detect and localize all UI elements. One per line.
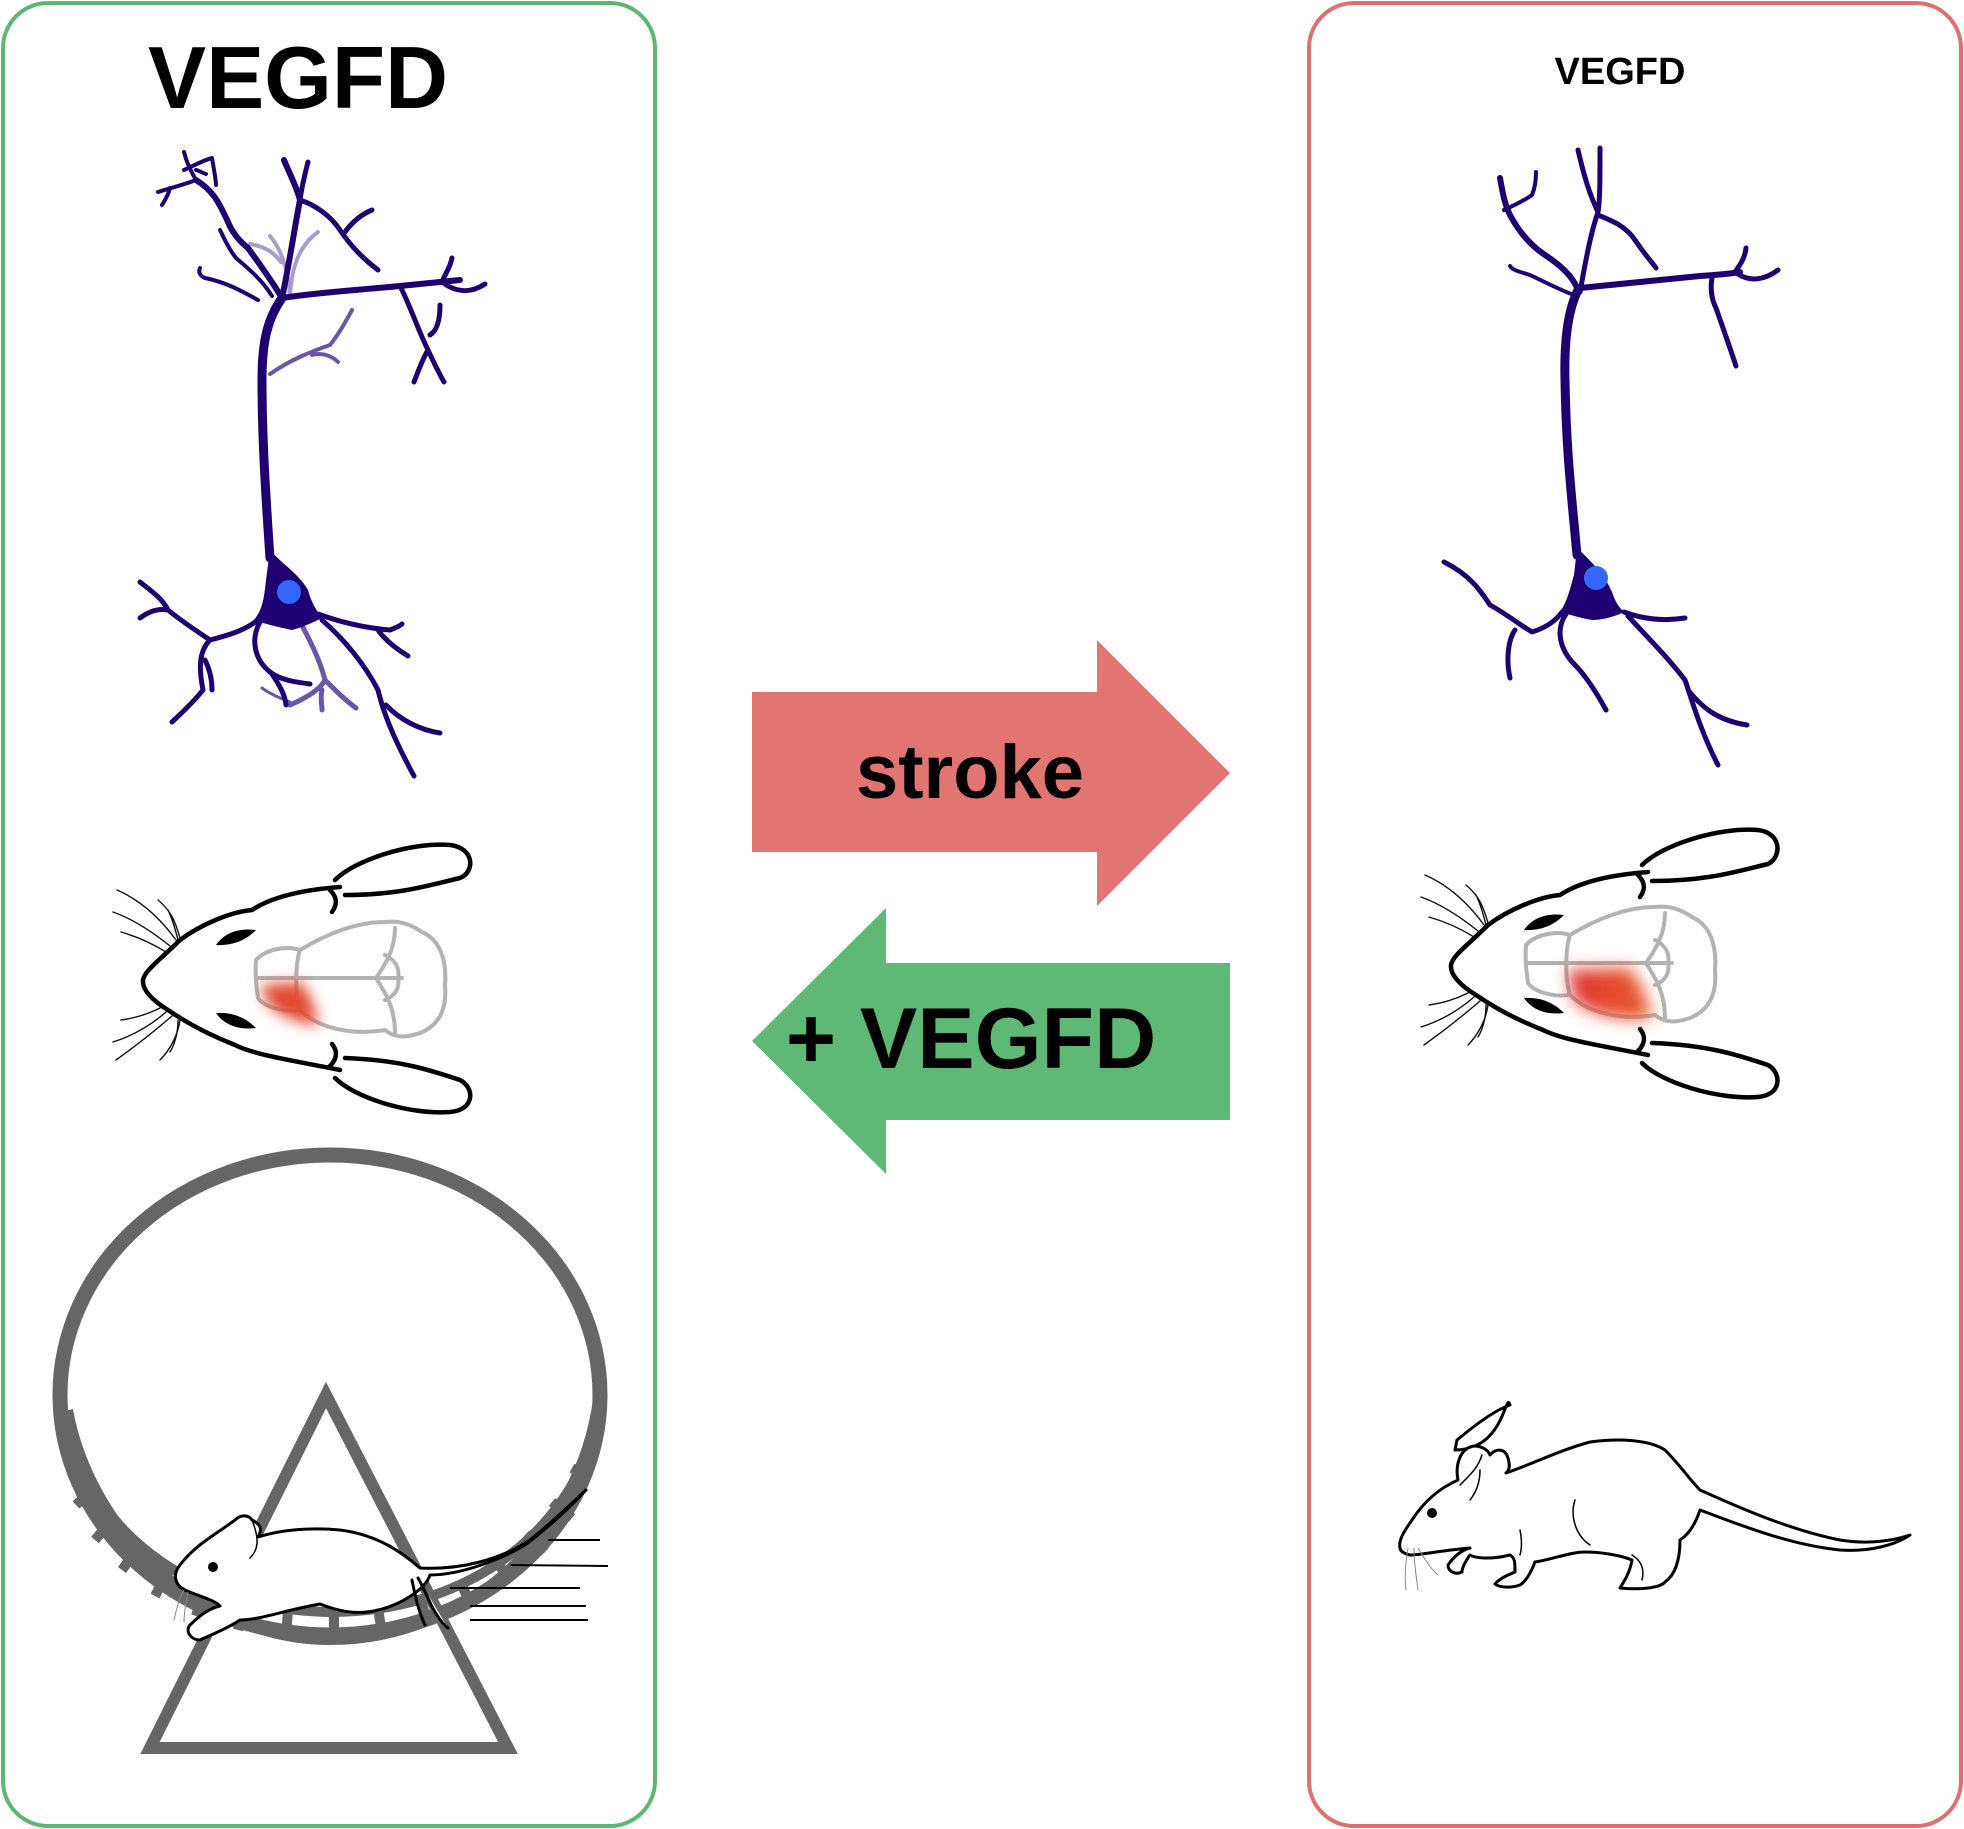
running-mouse bbox=[173, 1488, 609, 1642]
left-panel-title: VEGFD bbox=[148, 28, 448, 127]
neuron-left bbox=[137, 150, 488, 779]
mouse-head-right bbox=[1420, 827, 1780, 1100]
neuron-right bbox=[1441, 145, 1781, 768]
stroke-arrow-label: stroke bbox=[856, 730, 1084, 815]
right-panel: VEGFD bbox=[1307, 1, 1963, 1828]
lesion-left bbox=[260, 982, 318, 1025]
left-panel-border bbox=[1, 1, 657, 1828]
standing-mouse bbox=[1398, 1401, 1912, 1591]
vegfd-arrow: + VEGFD bbox=[752, 908, 1230, 1174]
stroke-arrow: stroke bbox=[752, 640, 1230, 906]
vegfd-arrow-shape bbox=[752, 908, 1230, 1174]
right-panel-title: VEGFD bbox=[1555, 51, 1686, 93]
right-panel-border bbox=[1307, 1, 1963, 1828]
stroke-arrow-shape bbox=[752, 640, 1230, 906]
running-wheel bbox=[52, 1147, 609, 1754]
left-panel: VEGFD bbox=[1, 1, 657, 1828]
lesion-right bbox=[1568, 968, 1652, 1020]
mouse-head-left bbox=[112, 842, 473, 1115]
neuron-left-nucleus bbox=[277, 580, 301, 604]
neuron-right-nucleus bbox=[1584, 566, 1608, 590]
vegfd-arrow-label: + VEGFD bbox=[786, 991, 1156, 1087]
